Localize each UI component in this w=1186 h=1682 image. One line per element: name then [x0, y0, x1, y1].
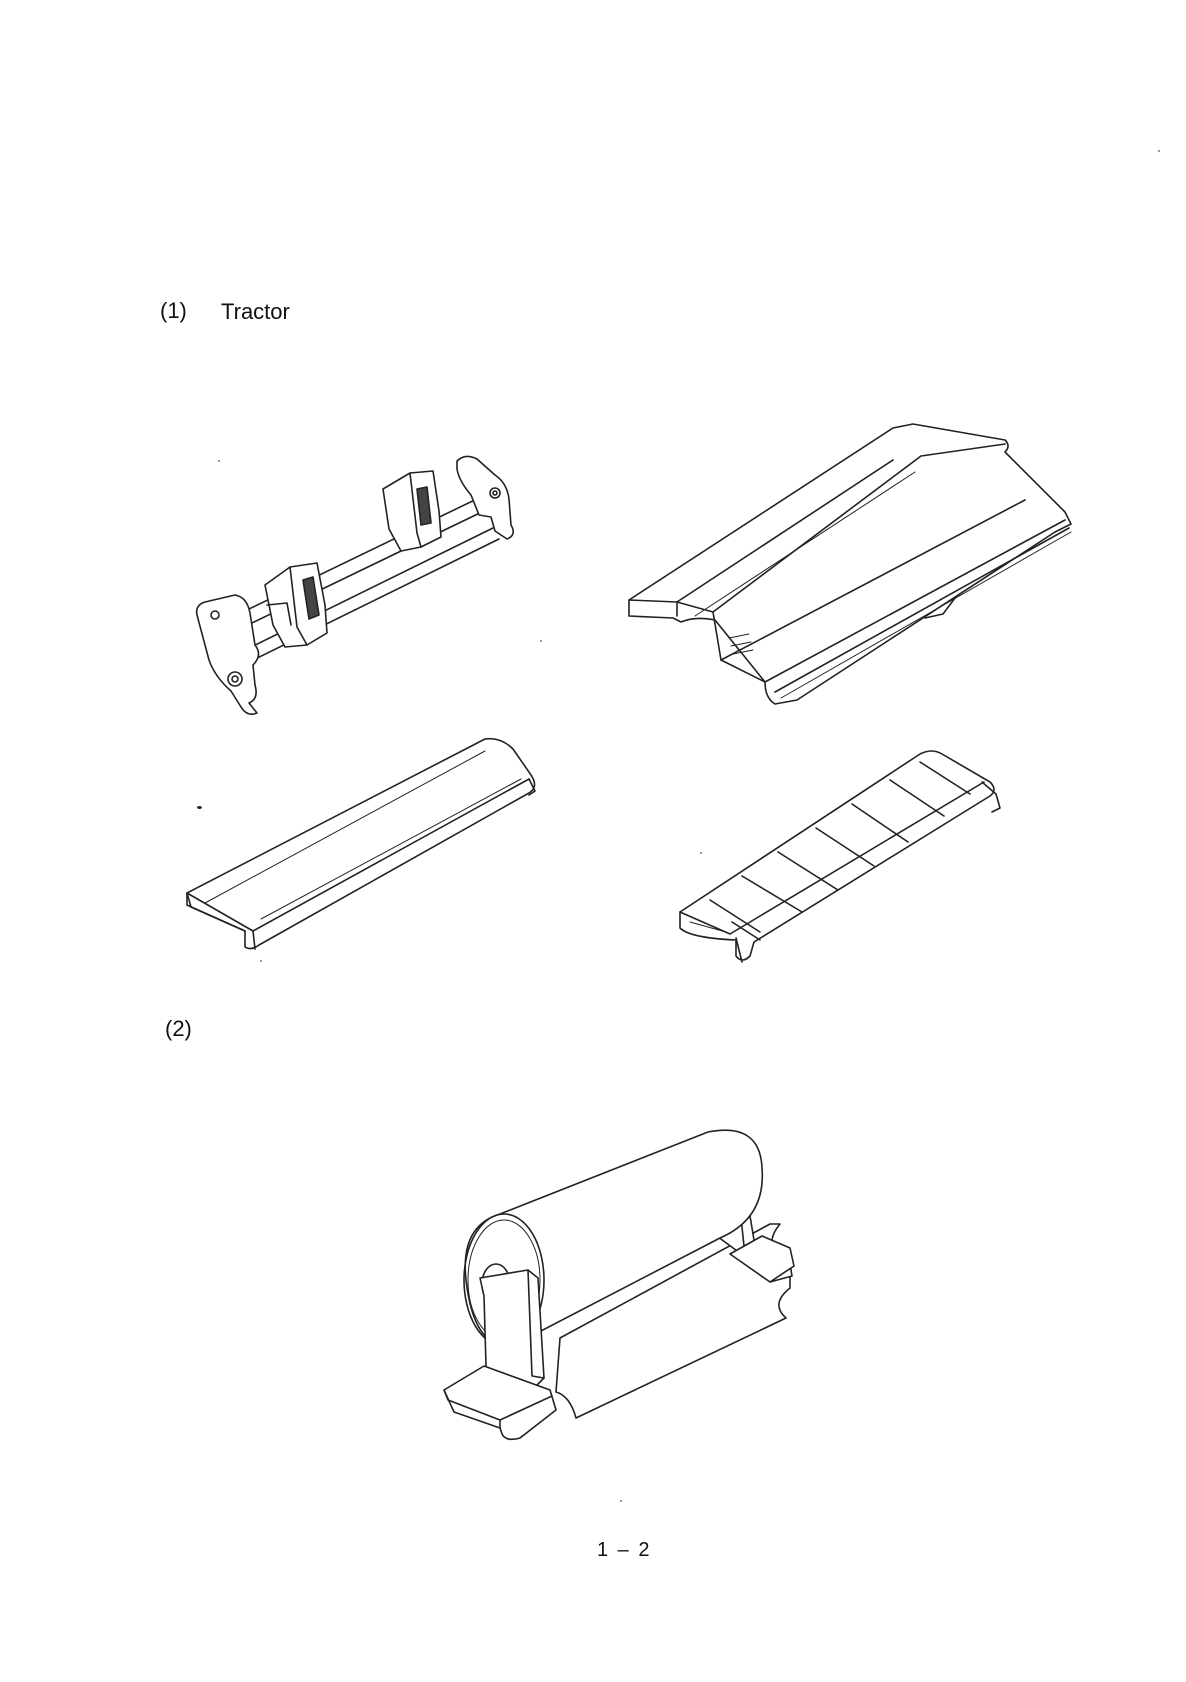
scan-speck [1158, 150, 1160, 152]
scan-speck [540, 640, 542, 642]
page-number: 1 – 2 [597, 1540, 651, 1560]
section-2-number: (2) [165, 1018, 192, 1040]
scan-speck [620, 1500, 622, 1502]
section-1-title: Tractor [221, 301, 290, 323]
printer-top-cover-illustration [625, 420, 1085, 710]
tractor-unit-illustration [195, 455, 545, 715]
scan-speck [260, 960, 262, 962]
paper-guide-rack-illustration [670, 742, 1020, 977]
paper-separator-illustration [185, 735, 565, 960]
section-1-number: (1) [160, 300, 187, 322]
roll-paper-stand-illustration [440, 1128, 800, 1448]
scan-speck [197, 806, 202, 809]
scan-speck [218, 460, 220, 462]
scan-speck [700, 852, 702, 854]
